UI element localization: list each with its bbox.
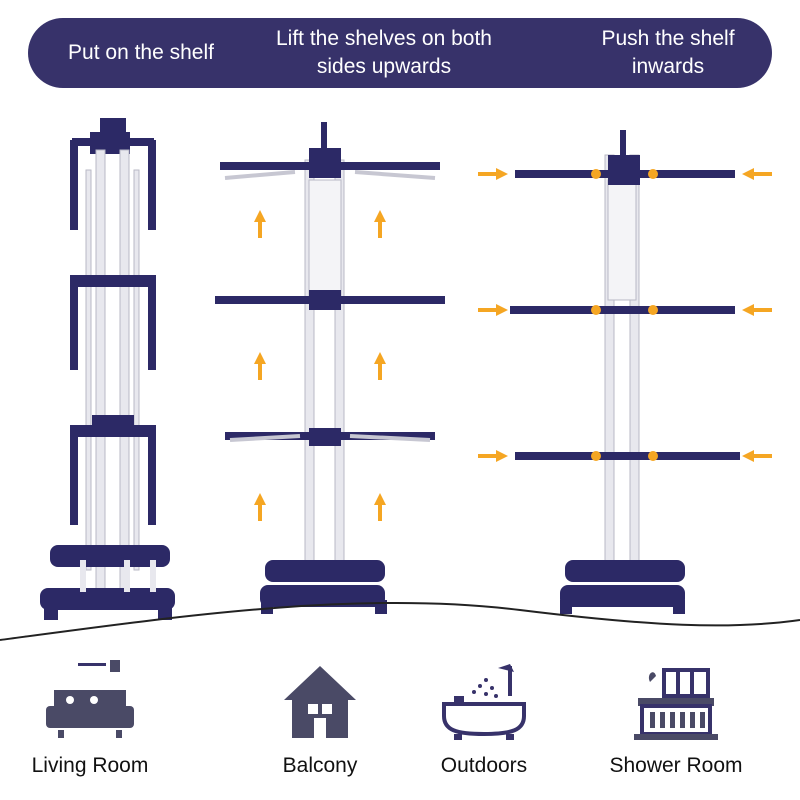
house-icon [284, 666, 356, 738]
pushed-rack-illustration [478, 130, 772, 614]
step-put-on-shelf-label: Put on the shelf [68, 41, 214, 64]
sofa-icon [46, 660, 134, 738]
folded-rack-illustration [40, 118, 175, 620]
room-label: Balcony [282, 754, 358, 777]
lifted-rack-illustration [215, 122, 445, 614]
bathtub-shower-icon [442, 664, 526, 740]
balcony-railing-icon [634, 668, 718, 740]
instruction-banner: Put on the shelf Lift the shelves on bot… [28, 18, 772, 88]
room-shower-room: Shower Room [586, 660, 766, 778]
room-balcony: Balcony [230, 660, 410, 778]
step-push-shelf-label: Push the shelf inwards [601, 27, 735, 78]
room-label: Living Room [31, 754, 149, 777]
room-living-room: Living Room [0, 660, 180, 778]
step-lift-shelves-label: Lift the shelves on both sides upwards [276, 27, 492, 78]
room-label: Outdoors [440, 754, 528, 777]
room-outdoors: Outdoors [394, 660, 574, 778]
room-label: Shower Room [609, 754, 743, 777]
section-divider [0, 601, 800, 641]
